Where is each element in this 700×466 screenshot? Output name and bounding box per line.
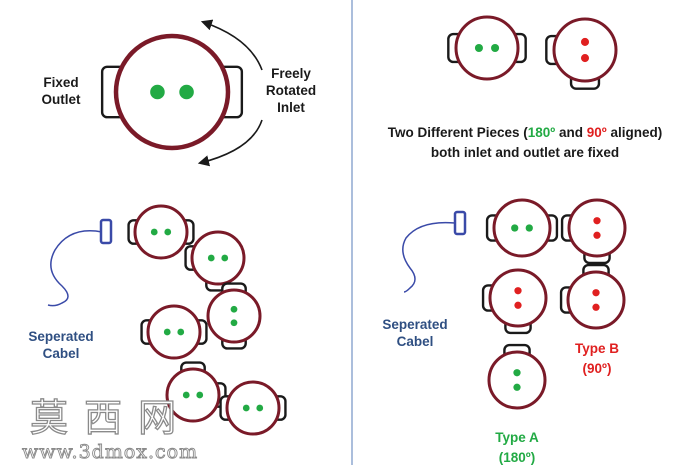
piece-dot bbox=[230, 319, 238, 327]
piece-ring bbox=[146, 304, 202, 360]
separated-cable-left bbox=[47, 218, 113, 307]
piece-dot bbox=[593, 231, 601, 239]
piece-dot bbox=[164, 228, 172, 236]
label-freely-line2: Rotated bbox=[265, 83, 317, 98]
piece-dot bbox=[196, 391, 204, 399]
label-separated-cable-right: Seperated Cabel bbox=[372, 316, 458, 350]
label-cable-left-line2: Cabel bbox=[42, 346, 80, 361]
label-two-pieces-and: and bbox=[555, 125, 587, 140]
label-type-b: Type B (90º) bbox=[560, 340, 634, 377]
piece-ring bbox=[492, 198, 552, 258]
piece-dot bbox=[491, 43, 500, 53]
piece-dot bbox=[221, 254, 229, 262]
ring-piece bbox=[184, 230, 246, 292]
label-two-pieces-line2: both inlet and outlet are fixed bbox=[430, 145, 620, 160]
piece-dot bbox=[513, 383, 521, 391]
label-type-a-line2: (180º) bbox=[498, 450, 536, 465]
ring-piece bbox=[447, 15, 527, 81]
piece-ring bbox=[552, 17, 618, 83]
ring-piece bbox=[487, 343, 547, 410]
piece-ring bbox=[113, 33, 231, 151]
piece-dot bbox=[525, 224, 533, 232]
piece-dot bbox=[182, 391, 190, 399]
piece-dot bbox=[150, 84, 165, 100]
piece-ring bbox=[206, 288, 262, 344]
label-cable-right-line1: Seperated bbox=[382, 317, 448, 332]
ring-piece bbox=[219, 380, 287, 436]
label-two-pieces-prefix: Two Different Pieces ( bbox=[387, 125, 528, 140]
piece-dot bbox=[474, 43, 483, 53]
piece-dot bbox=[514, 287, 522, 295]
label-two-pieces-180: 180º bbox=[527, 125, 556, 140]
piece-dot bbox=[580, 37, 590, 46]
label-type-a-line1: Type A bbox=[495, 430, 539, 445]
ring-piece bbox=[206, 282, 262, 350]
ring-piece bbox=[559, 263, 626, 330]
label-type-b-line1: Type B bbox=[574, 341, 619, 356]
piece-ring bbox=[566, 270, 626, 330]
piece-ring bbox=[190, 230, 246, 286]
label-fixed-outlet-line1: Fixed bbox=[43, 75, 79, 90]
piece-dot bbox=[592, 303, 600, 311]
piece-ring bbox=[487, 350, 547, 410]
label-two-pieces-suffix: aligned) bbox=[606, 125, 663, 140]
piece-dot bbox=[230, 305, 238, 313]
piece-dot bbox=[163, 328, 171, 336]
label-separated-cable-left: Seperated Cabel bbox=[18, 328, 104, 362]
piece-ring bbox=[488, 268, 548, 328]
piece-dot bbox=[207, 254, 215, 262]
piece-dot bbox=[150, 228, 158, 236]
label-cable-left-line1: Seperated bbox=[28, 329, 94, 344]
watermark-url: www.3dmox.com bbox=[22, 441, 199, 464]
rotation-arrow-top bbox=[200, 19, 263, 71]
label-fixed-outlet-line2: Outlet bbox=[41, 92, 81, 107]
label-freely-line3: Inlet bbox=[277, 100, 305, 115]
ring-piece bbox=[545, 17, 618, 90]
piece-ring bbox=[165, 367, 221, 423]
piece-dot bbox=[177, 328, 185, 336]
watermark-chars: 莫 西 网 bbox=[29, 395, 179, 440]
label-type-b-line2: (90º) bbox=[582, 361, 612, 376]
pieces-layer bbox=[100, 15, 627, 436]
ring-piece bbox=[560, 198, 627, 265]
label-two-pieces-90: 90º bbox=[586, 125, 607, 140]
piece-dot bbox=[179, 84, 194, 100]
ring-piece bbox=[165, 361, 227, 423]
ring-piece bbox=[100, 33, 244, 151]
ring-piece bbox=[481, 268, 548, 335]
piece-ring bbox=[454, 15, 520, 81]
ring-piece bbox=[127, 204, 195, 260]
piece-dot bbox=[513, 369, 521, 377]
piece-dot bbox=[256, 404, 264, 412]
piece-ring bbox=[225, 380, 281, 436]
piece-ring bbox=[133, 204, 189, 260]
piece-dot bbox=[580, 54, 590, 63]
ring-piece bbox=[140, 304, 208, 360]
piece-dot bbox=[592, 289, 600, 297]
ring-piece bbox=[485, 198, 559, 258]
label-freely-line1: Freely bbox=[271, 66, 311, 81]
label-two-pieces: Two Different Pieces (180º and 90º align… bbox=[360, 124, 690, 161]
label-two-pieces-line1: Two Different Pieces (180º and 90º align… bbox=[360, 124, 690, 141]
label-type-a: Type A (180º) bbox=[480, 429, 554, 466]
separated-cable-right bbox=[402, 210, 467, 293]
piece-dot bbox=[242, 404, 250, 412]
label-fixed-outlet: Fixed Outlet bbox=[30, 74, 92, 108]
piece-ring bbox=[567, 198, 627, 258]
piece-dot bbox=[514, 301, 522, 309]
label-freely-rotated-inlet: Freely Rotated Inlet bbox=[254, 65, 328, 116]
rotation-arrow-bottom bbox=[197, 119, 263, 167]
piece-dot bbox=[593, 217, 601, 225]
piece-dot bbox=[511, 224, 519, 232]
label-cable-right-line2: Cabel bbox=[396, 334, 434, 349]
